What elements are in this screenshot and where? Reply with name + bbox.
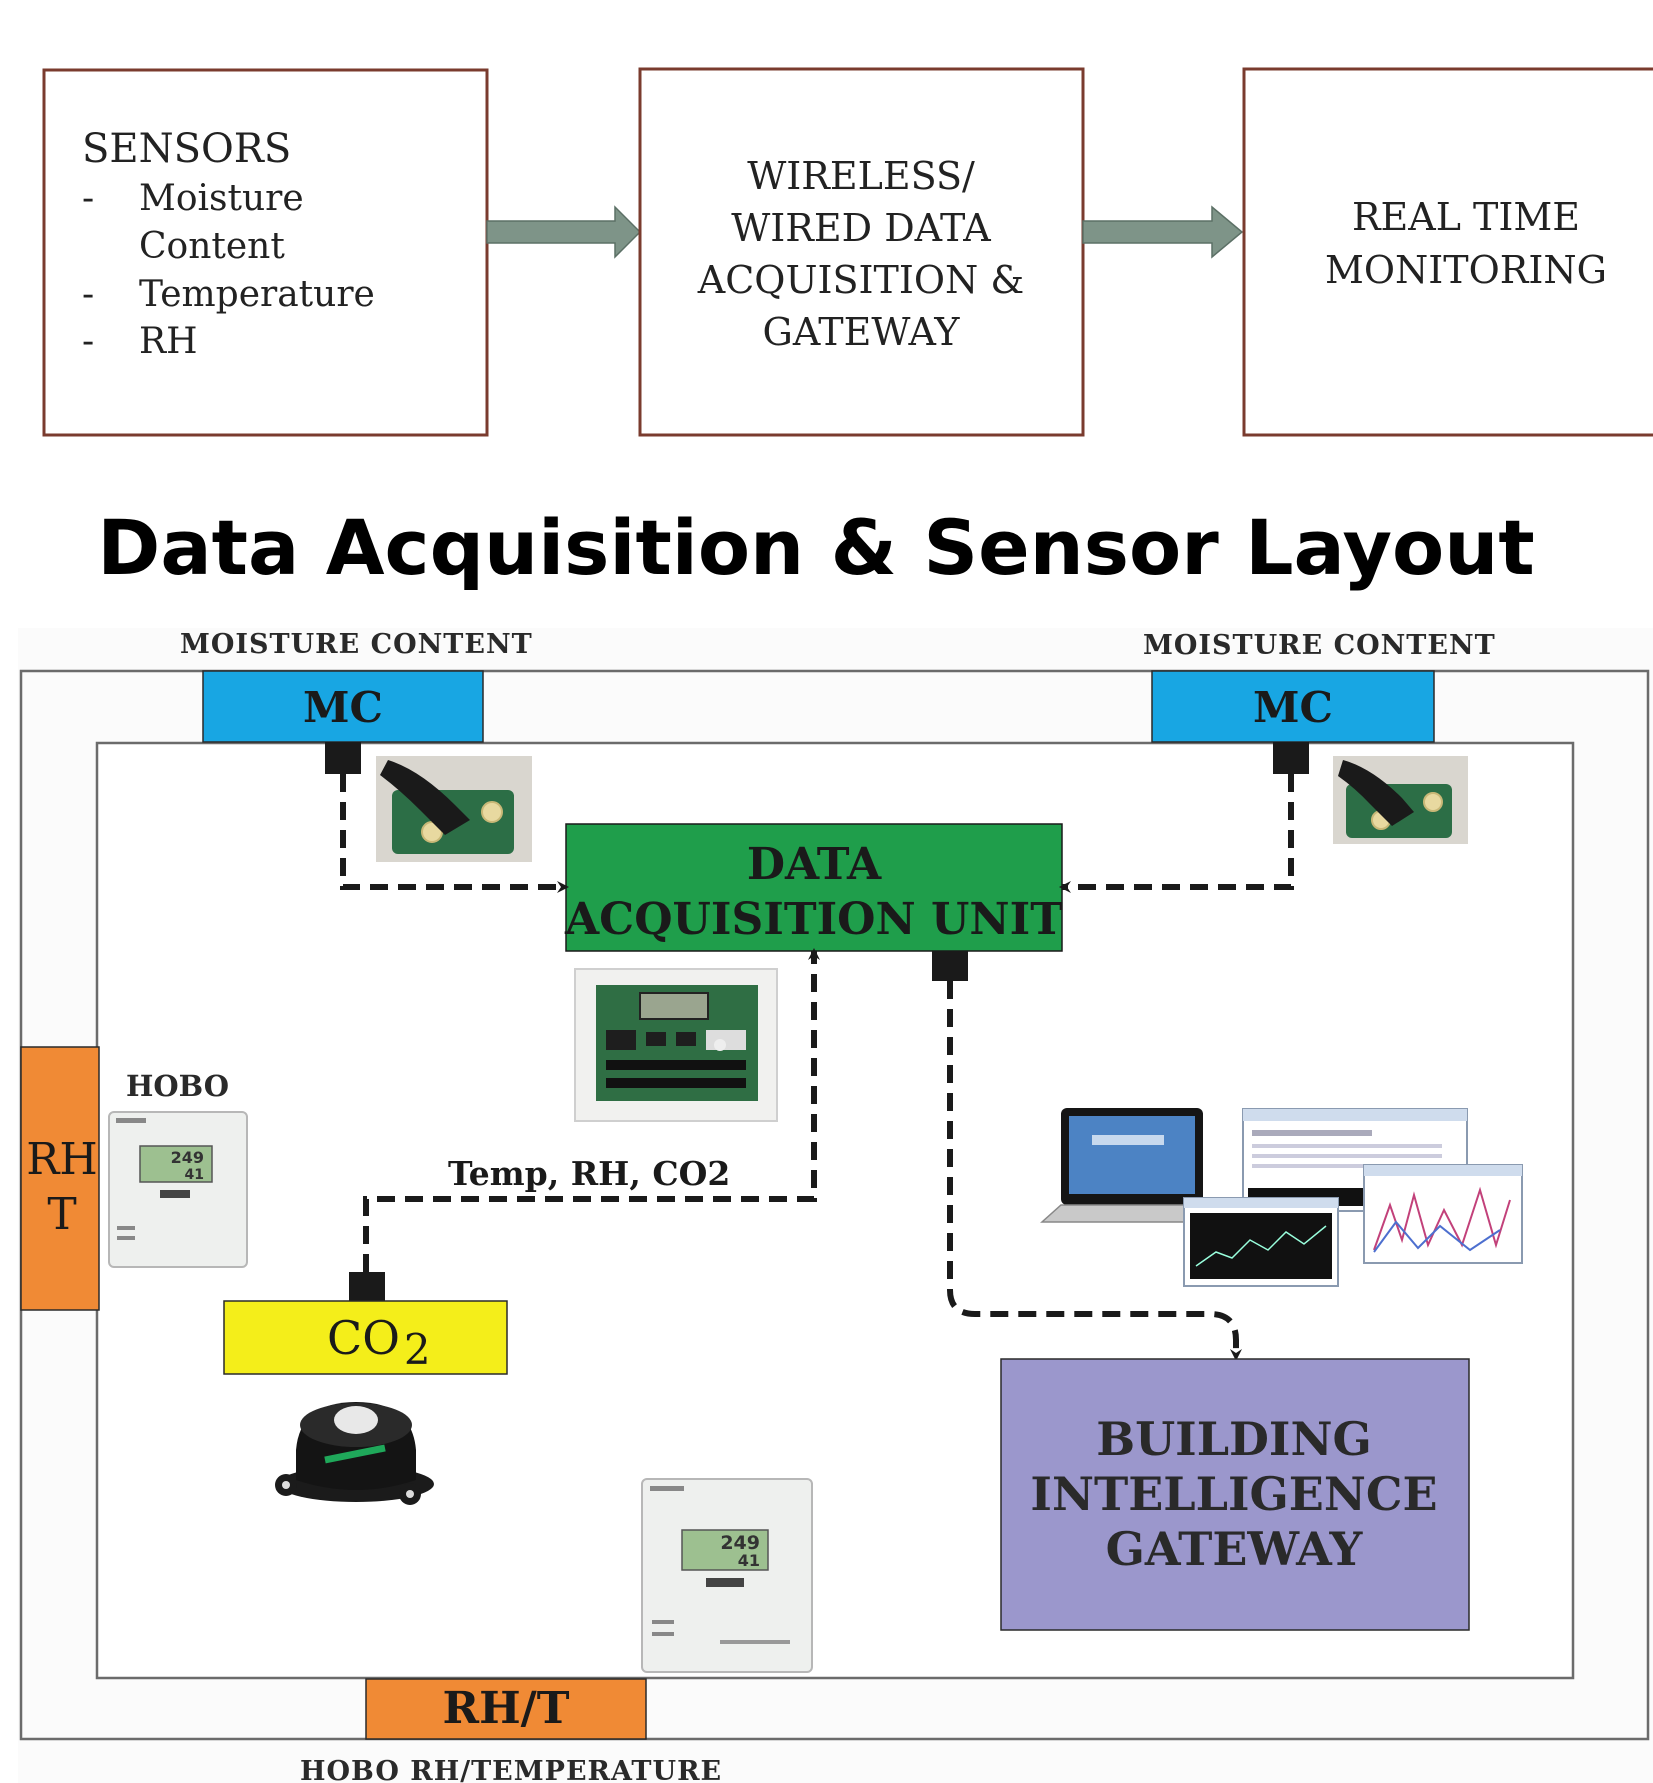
real-time-monitoring-line-1: REAL TIME — [1352, 195, 1580, 239]
rh-t-sensor-bottom — [365, 1678, 647, 1740]
hobo-logger-photo-bottom: 249 41 — [641, 1478, 813, 1673]
moisture-sensor-photo-right — [1333, 756, 1468, 844]
hobo-label: HOBO — [126, 1069, 229, 1103]
mc-caption-left: MOISTURE CONTENT — [180, 629, 533, 660]
co2-label: CO2 — [327, 1311, 431, 1374]
link-mc-right-to-dau — [1059, 774, 1294, 893]
sensors-title: SENSORS — [82, 126, 291, 172]
link-label-temp-rh-co2: Temp, RH, CO2 — [448, 1154, 730, 1193]
flow-arrow-2 — [1082, 205, 1244, 259]
sensors-item-moisture: Moisture — [139, 178, 304, 219]
gateway-label-line-3: GATEWAY — [1106, 1522, 1364, 1576]
section-heading: Data Acquisition & Sensor Layout — [97, 503, 1534, 592]
mc-caption-right: MOISTURE CONTENT — [1143, 630, 1496, 661]
dau-label-line-2: ACQUISITION UNIT — [564, 894, 1063, 945]
moisture-sensor-photo-left — [376, 756, 532, 862]
bottom-caption: HOBO RH/TEMPERATURE — [300, 1756, 722, 1783]
mc-right-connector — [1273, 742, 1309, 774]
gateway-label-line-1: BUILDING — [1096, 1412, 1372, 1466]
sensors-item-rh: RH — [139, 321, 198, 362]
sensors-item-dash-1: - — [82, 178, 94, 219]
acquisition-gateway-line-2: WIRED DATA — [731, 206, 991, 250]
hobo-left-screen-bottom: 41 — [185, 1167, 204, 1183]
building-intelligence-gateway — [1000, 1358, 1470, 1631]
sensors-item-temperature: Temperature — [139, 274, 375, 315]
monitoring-screens-photo — [1040, 1108, 1523, 1287]
flow-diagram: SENSORS - Moisture Content - Temperature… — [42, 67, 1653, 437]
sensors-item-dash-3: - — [82, 321, 94, 362]
sensors-item-dash-2: - — [82, 274, 94, 315]
real-time-monitoring-box — [1242, 67, 1653, 437]
mc-sensor-right-label: MC — [1253, 683, 1333, 732]
co2-connector — [349, 1272, 385, 1301]
rh-t-left-line-2: T — [47, 1189, 76, 1240]
rh-t-left-line-1: RH — [26, 1134, 98, 1185]
dau-board-photo — [574, 968, 778, 1122]
acquisition-gateway-line-4: GATEWAY — [763, 310, 961, 354]
data-acquisition-unit — [565, 823, 1063, 952]
link-mc-left-to-dau — [340, 774, 569, 893]
co2-label-sub: 2 — [404, 1325, 431, 1374]
hobo-logger-photo-left: 249 41 — [108, 1111, 248, 1268]
co2-sensor — [223, 1300, 508, 1375]
acquisition-gateway-line-3: ACQUISITION & — [697, 258, 1024, 302]
acquisition-gateway-box — [638, 67, 1085, 437]
acquisition-gateway-line-1: WIRELESS/ — [747, 154, 975, 198]
rh-t-bottom-label: RH/T — [443, 1683, 570, 1734]
mc-sensor-left-label: MC — [303, 683, 383, 732]
dau-label-line-1: DATA — [747, 839, 882, 890]
link-co2-to-dau — [363, 948, 820, 1272]
flow-arrow-1 — [486, 205, 642, 259]
sensor-layout-diagram: MOISTURE CONTENT MOISTURE CONTENT MC MC … — [18, 628, 1653, 1783]
real-time-monitoring-line-2: MONITORING — [1325, 248, 1607, 292]
rh-t-sensor-left — [20, 1046, 100, 1311]
sensors-box — [42, 68, 489, 437]
hobo-bottom-screen-bottom: 41 — [738, 1551, 760, 1570]
link-dau-to-gateway — [947, 981, 1242, 1361]
hobo-left-screen-top: 249 — [171, 1148, 204, 1167]
hobo-bottom-screen-top: 249 — [720, 1532, 760, 1554]
mc-sensor-right — [1151, 670, 1435, 743]
co2-sensor-photo — [275, 1402, 434, 1505]
gateway-label-line-2: INTELLIGENCE — [1030, 1467, 1437, 1521]
mc-sensor-left — [202, 670, 484, 743]
sensors-item-content: Content — [139, 226, 285, 267]
dau-connector — [932, 951, 968, 981]
co2-label-main: CO — [327, 1311, 400, 1365]
mc-left-connector — [325, 742, 361, 774]
